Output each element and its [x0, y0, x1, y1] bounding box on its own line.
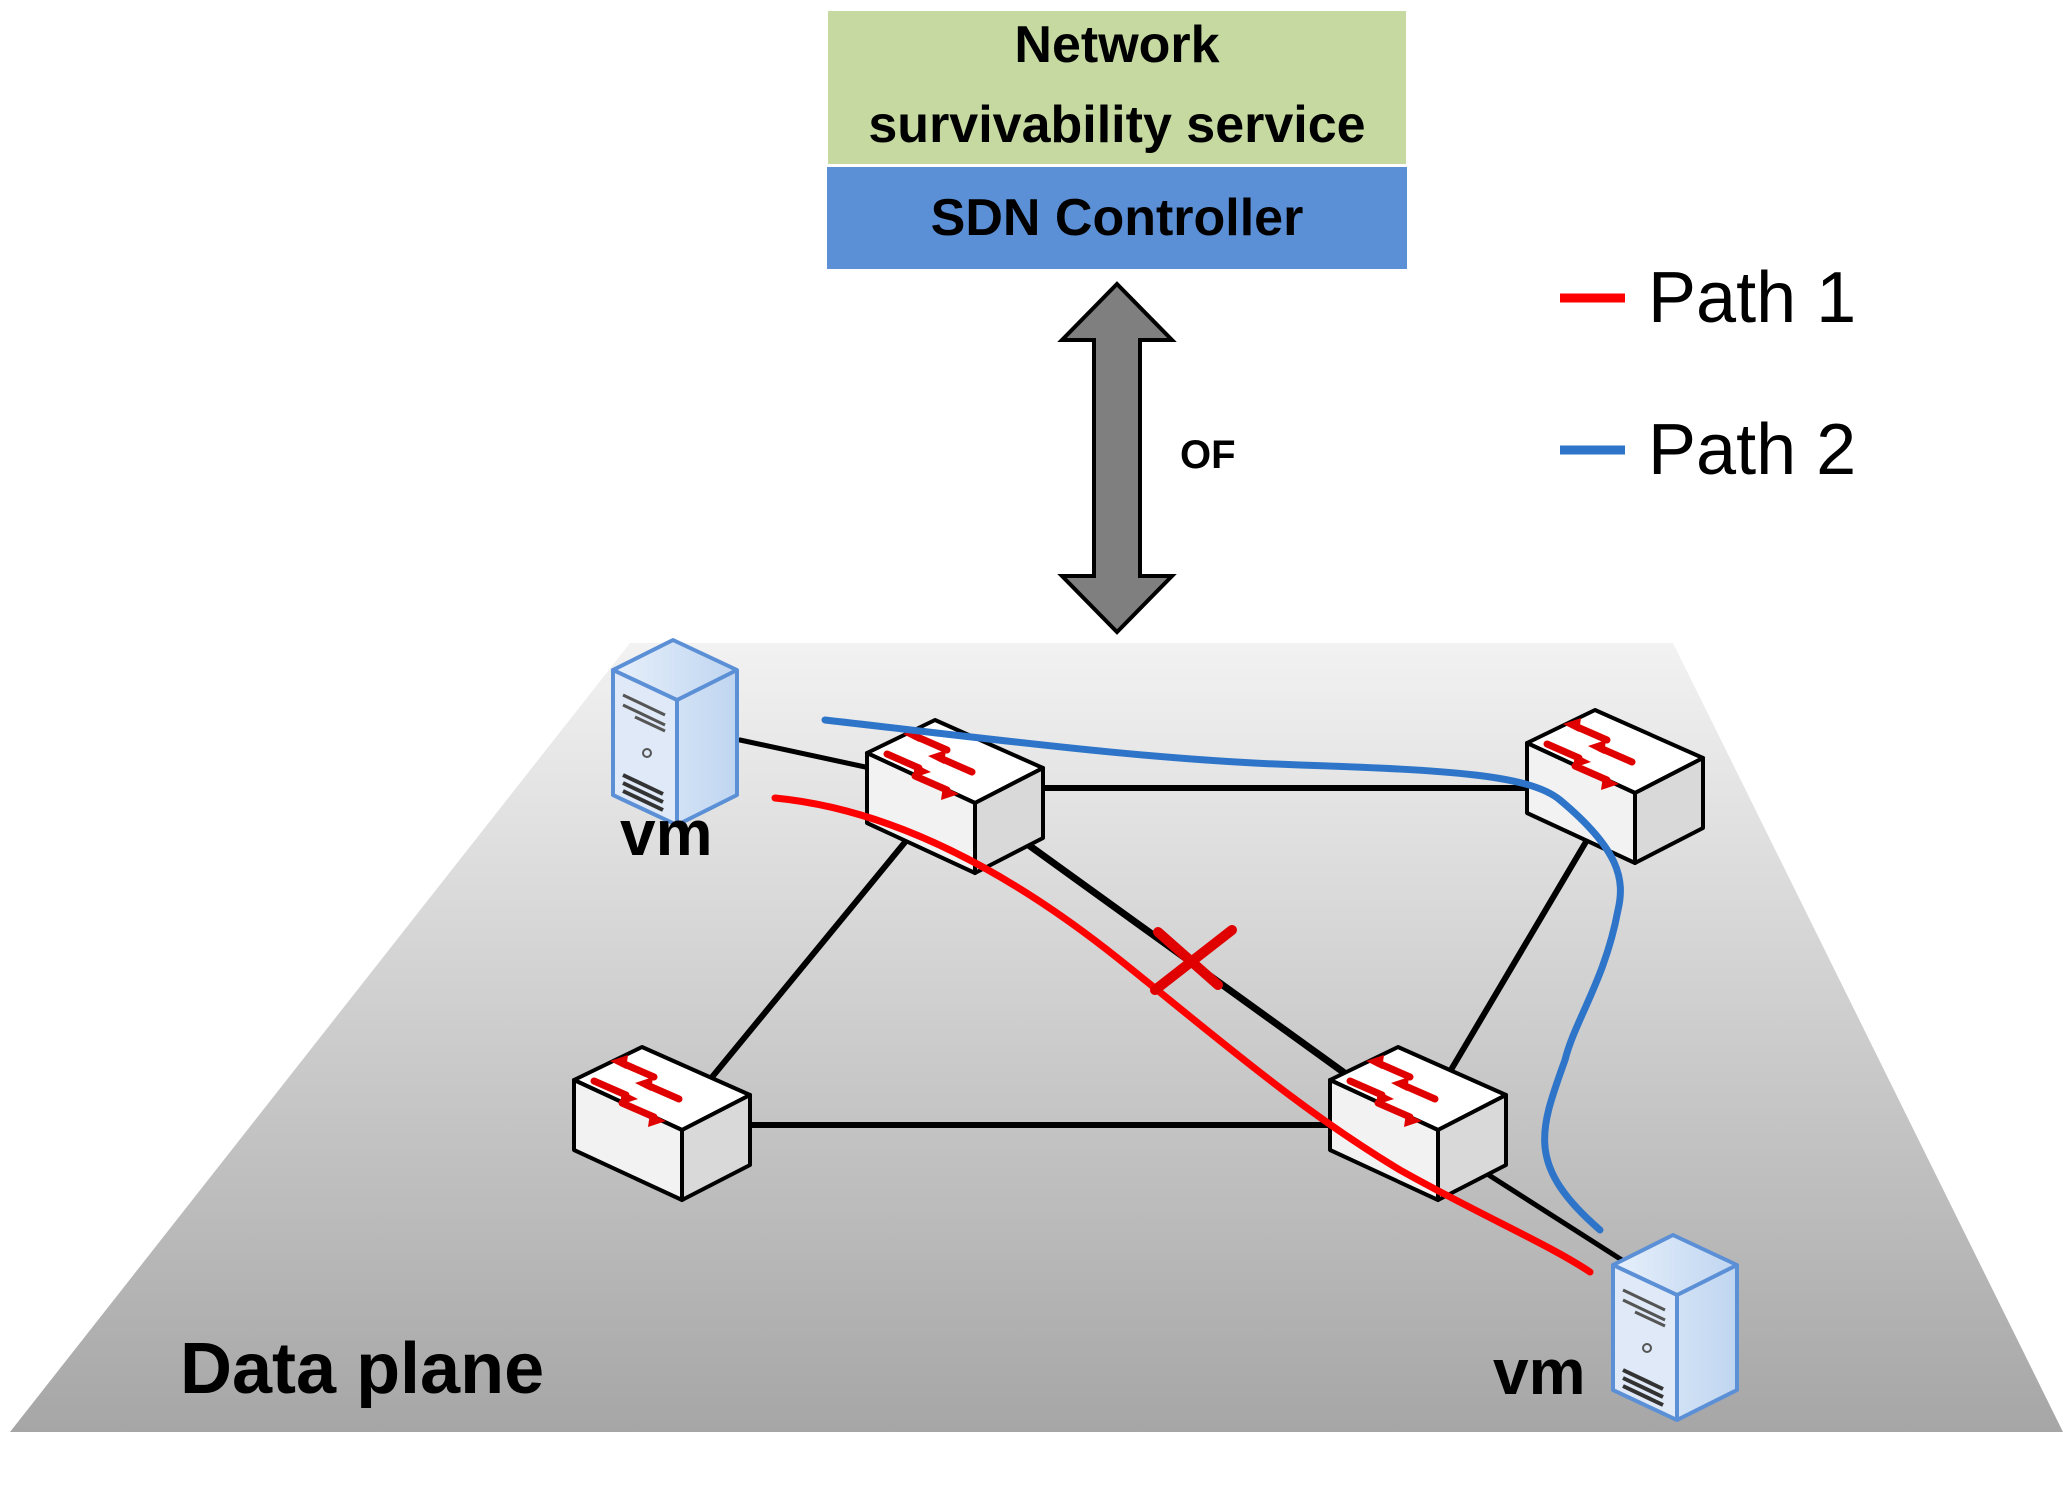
data-plane-label: Data plane — [180, 1329, 544, 1409]
of-label: OF — [1180, 433, 1236, 477]
vm-label-1: vm — [620, 797, 713, 869]
vm-label-2: vm — [1493, 1336, 1586, 1408]
sdn-controller-box — [827, 167, 1407, 269]
link-s4-vm2 — [1467, 1160, 1628, 1265]
path-1-line — [771, 794, 1594, 1276]
network-survivability-service-box — [826, 9, 1408, 166]
server-icon — [1611, 1233, 1739, 1422]
link-vm1-s1 — [737, 737, 873, 771]
sdn-controller-label: SDN Controller — [931, 189, 1304, 247]
legend: Path 1 Path 2 — [1560, 258, 1856, 490]
path-2-line — [821, 716, 1624, 1234]
service-label-line2: survivability service — [868, 96, 1365, 154]
legend-path2-label: Path 2 — [1648, 410, 1856, 490]
link-s1-s3 — [705, 827, 918, 1085]
data-plane — [10, 643, 2063, 1432]
double-arrow-icon — [1057, 281, 1177, 635]
legend-path1-label: Path 1 — [1648, 258, 1856, 338]
controller-stack: Network survivability service SDN Contro… — [826, 9, 1408, 269]
failure-x-icon — [1150, 925, 1237, 995]
service-label-line1: Network — [1014, 16, 1219, 74]
link-s2-s4 — [1442, 832, 1593, 1083]
